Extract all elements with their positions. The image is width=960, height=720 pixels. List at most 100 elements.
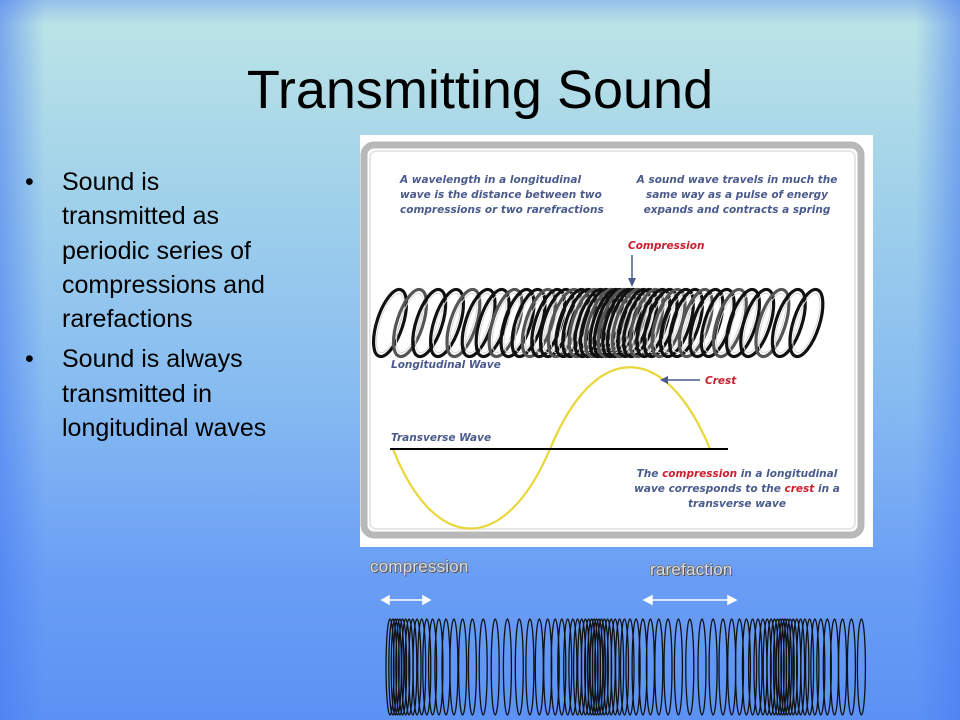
note-part-2: in a longitudinal wave corresponds to th…	[634, 468, 838, 495]
coil-loop	[804, 618, 815, 716]
coil-loop	[395, 618, 405, 716]
spring-loop-highlight	[396, 292, 424, 354]
spring-loop-highlight	[449, 292, 478, 354]
coil-loop	[718, 618, 728, 716]
spring-loop-highlight	[792, 292, 821, 354]
spring-loop	[538, 287, 575, 359]
spring-loop	[739, 287, 776, 359]
coil-loop	[846, 618, 857, 716]
note-crest-word: crest	[784, 483, 815, 495]
coil-loop	[775, 618, 785, 716]
coil-loop	[619, 618, 630, 716]
coil-loop	[525, 618, 535, 716]
coil-loop	[449, 618, 459, 716]
spring-loop-highlight	[376, 292, 404, 354]
spring-loop	[499, 287, 536, 359]
spring-loop	[754, 287, 791, 359]
coil-loop	[785, 618, 795, 716]
bullet-marker: •	[25, 345, 34, 374]
coil-loop	[614, 618, 625, 716]
coil-loop	[577, 618, 587, 716]
slide-title: Transmitting Sound	[246, 60, 714, 120]
rarefaction-span-arrow	[642, 594, 738, 606]
coil-loop	[568, 618, 578, 716]
coil-loop	[408, 618, 418, 716]
compression-rarefaction-diagram	[380, 594, 867, 716]
compression-label: Compression	[628, 240, 705, 252]
coil-loop	[478, 618, 488, 716]
spring-loop	[667, 287, 705, 359]
coil-loop	[810, 618, 820, 716]
bullet-marker: •	[25, 168, 34, 196]
coil-loop	[397, 618, 408, 716]
spring-loop-highlight	[715, 292, 744, 354]
bullet-item: • Sound is always transmitted in longitu…	[25, 342, 275, 445]
coil-loop	[697, 618, 707, 716]
spring-loop	[445, 287, 482, 359]
coil-loop	[747, 618, 758, 716]
coil-loop	[502, 618, 513, 716]
coil-loop	[625, 618, 635, 716]
transverse-wave-label: Transverse Wave	[391, 432, 492, 444]
coil-loop	[434, 618, 444, 716]
wave-figure-graphics	[360, 141, 865, 539]
coil-loop	[673, 618, 684, 716]
spring-loop	[487, 287, 524, 359]
spring-loop-highlight	[415, 292, 444, 354]
crest-label: Crest	[705, 375, 737, 387]
coil-loop	[654, 618, 664, 716]
compression-span-arrow	[380, 594, 432, 606]
spring-loop	[428, 287, 466, 359]
spring-loop-highlight	[758, 292, 787, 354]
coil-loop	[766, 618, 776, 716]
coil-loop	[557, 618, 567, 716]
spring-loop-highlight	[729, 292, 757, 354]
spring-loop	[677, 287, 714, 359]
coil-loop	[427, 618, 438, 716]
wave-figure: A wavelength in a longitudinal wave is t…	[360, 135, 873, 547]
coil-loop	[663, 618, 673, 716]
spring-loop-highlight	[433, 292, 461, 354]
coil-loop	[837, 618, 848, 716]
coil-loop	[800, 618, 810, 716]
spring-loop	[411, 287, 448, 359]
coil-loop	[734, 618, 745, 716]
coil-loop	[594, 618, 604, 716]
spring-loop	[699, 287, 736, 359]
coil-loop	[580, 618, 591, 716]
spring-loop-highlight	[774, 292, 803, 354]
wavelength-text: A wavelength in a longitudinal wave is t…	[400, 174, 604, 216]
coil-loop	[753, 618, 763, 716]
compression-caption: compression	[370, 557, 469, 576]
coil-loop	[599, 618, 609, 716]
longitudinal-wave-label: Longitudinal Wave	[391, 359, 501, 371]
note-part-3: in a transverse wave	[688, 483, 840, 510]
spring-loop-highlight	[743, 292, 772, 354]
coil-loop	[741, 618, 752, 716]
spring-loop	[658, 287, 695, 359]
coil-loop	[822, 618, 832, 716]
spring-loop	[724, 287, 762, 359]
bullet-list: • Sound is transmitted as periodic serie…	[25, 165, 275, 451]
coil-loop	[610, 618, 620, 716]
spring-loop	[391, 287, 429, 359]
longitudinal-coil	[385, 618, 867, 716]
coil-loop	[586, 618, 597, 716]
coil-loop	[856, 618, 867, 716]
coil-loop	[401, 618, 411, 716]
spring-coil	[371, 287, 825, 359]
coil-loop	[589, 618, 599, 716]
spring-loop	[770, 287, 807, 359]
coil-loop	[490, 618, 500, 716]
coil-loop	[422, 618, 432, 716]
coil-loop	[467, 618, 478, 716]
bullet-item: • Sound is transmitted as periodic serie…	[25, 165, 275, 336]
note-compression-word: compression	[662, 468, 738, 480]
bullet-text: Sound is transmitted as periodic series …	[62, 168, 265, 334]
coil-loop	[788, 618, 798, 716]
coil-loop	[795, 618, 806, 716]
coil-loop	[708, 618, 718, 716]
coil-loop	[816, 618, 826, 716]
rarefaction-caption: rarefaction	[650, 560, 733, 579]
